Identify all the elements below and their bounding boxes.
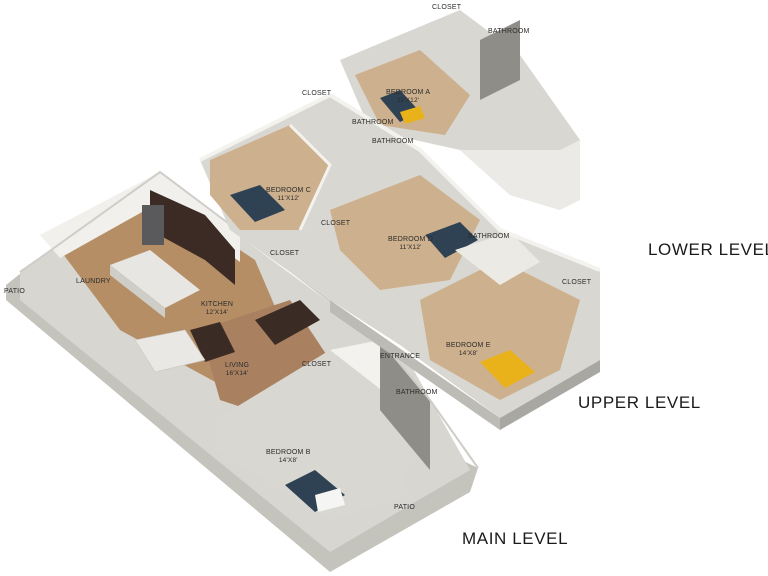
bedroom-e-label: BEDROOM E 14'X8' — [446, 342, 491, 358]
bedroom-d-dim: 11'X12' — [399, 244, 422, 251]
bedroom-c-name: BEDROOM C — [266, 187, 311, 194]
lower-level-label: LOWER LEVEL — [648, 240, 768, 259]
kitchen-island-side — [110, 265, 165, 318]
bedroom-c-bed — [230, 185, 285, 222]
closet-c-label: CLOSET — [321, 220, 351, 227]
living-name: LIVING — [225, 362, 250, 369]
upper-level-inner-walls — [288, 123, 332, 231]
upper-level-wall-front — [330, 300, 500, 430]
fridge — [142, 205, 164, 245]
patio-bottom-label: PATIO — [394, 504, 415, 511]
bedroom-d-floor — [330, 175, 480, 290]
main-level-label: MAIN LEVEL — [462, 529, 569, 548]
closet-top-label: CLOSET — [432, 4, 462, 11]
living-dim: 16'X14' — [225, 370, 249, 377]
bedroom-e-name: BEDROOM E — [446, 342, 491, 349]
bedroom-a-floor — [355, 50, 470, 135]
upper-level-label: UPPER LEVEL — [578, 393, 701, 412]
bedroom-d-bed — [425, 222, 478, 258]
sofa — [255, 300, 320, 345]
bedroom-b-dim: 14'X8' — [278, 457, 298, 464]
bedroom-b-name: BEDROOM B — [266, 449, 311, 456]
bedroom-d-label: BEDROOM D 11'X12' — [388, 236, 433, 252]
kitchen-cabinets — [150, 190, 235, 285]
bedroom-c-dim: 11'X12' — [277, 195, 300, 202]
bedroom-d-name: BEDROOM D — [388, 236, 433, 243]
bathroom-a-label: BATHROOM — [352, 119, 394, 126]
bedroom-e-dim: 14'X8' — [458, 350, 478, 357]
bathroom-b-label: BATHROOM — [396, 389, 438, 396]
bathroom-e-label: BATHROOM — [468, 233, 510, 240]
bedroom-b-label: BEDROOM B 14'X8' — [266, 449, 311, 465]
bedroom-c-label: BEDROOM C 11'X12' — [266, 187, 311, 203]
bedroom-a-pillow — [400, 106, 425, 124]
kitchen-name: KITCHEN — [201, 301, 234, 308]
kitchen-dim: 12'X14' — [205, 309, 229, 316]
entrance-label: ENTRANCE — [380, 353, 421, 360]
bedroom-b-floor — [215, 350, 420, 520]
upper-level-wall-right — [500, 360, 600, 430]
bedroom-e-bed — [480, 350, 535, 388]
living-label: LIVING 16'X14' — [225, 362, 249, 378]
patio-left-label: PATIO — [4, 288, 25, 295]
bedroom-a-dim: 11'X12' — [397, 97, 420, 104]
upper-level-outline — [199, 92, 601, 272]
bedroom-a-name: BEDROOM A — [386, 89, 431, 96]
sofa-2 — [190, 322, 235, 362]
kitchen-label: KITCHEN 12'X14' — [201, 301, 233, 317]
bedroom-a-label: BEDROOM A 11'X12' — [386, 89, 430, 105]
bedroom-b-pillows — [315, 488, 345, 512]
bathroom-top-label: BATHROOM — [488, 28, 530, 35]
closet-a-label: CLOSET — [302, 90, 332, 97]
bedroom-e-floor — [420, 260, 580, 400]
closet-b-label: CLOSET — [302, 361, 332, 368]
lower-level-brick — [480, 20, 520, 100]
lower-level-wall — [460, 140, 580, 210]
closet-e-label: CLOSET — [562, 279, 592, 286]
bathroom-e-floor — [455, 232, 540, 285]
bathroom-c-label: BATHROOM — [372, 138, 414, 145]
stairs — [134, 329, 206, 373]
bedroom-b-brick — [380, 340, 430, 470]
laundry-label: LAUNDRY — [76, 278, 111, 285]
closet-hall-label: CLOSET — [270, 250, 300, 257]
kitchen-island — [110, 250, 200, 308]
